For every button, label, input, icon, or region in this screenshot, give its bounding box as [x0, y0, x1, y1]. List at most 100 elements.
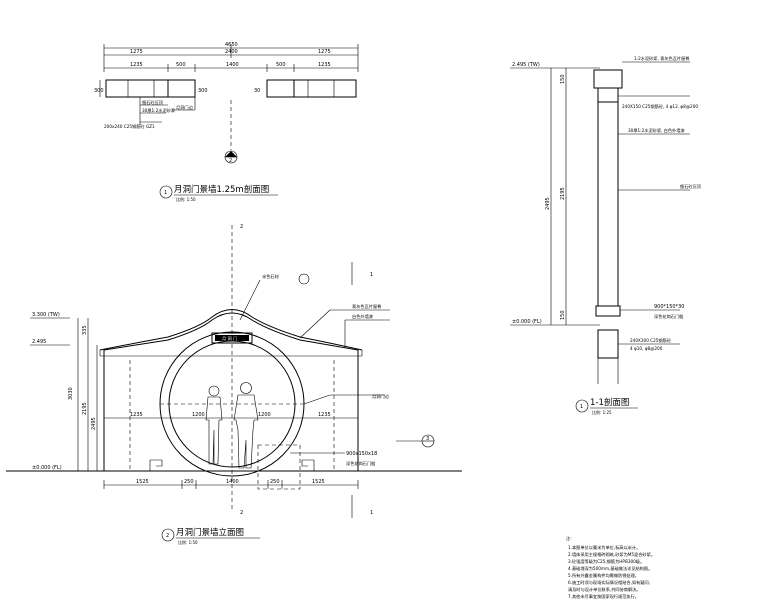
- section-note-mortar: 30厚1:2水泥砂浆, 白色外墙漆: [628, 127, 685, 134]
- section-note-threshold: 深色花岗石门槛: [654, 313, 683, 320]
- notes-line-3: 3.砼强度等级为C25,钢筋为HPB300级。: [568, 558, 644, 565]
- elev-level-ground: ±0.000 (FL): [32, 465, 62, 471]
- elev-level-2495: 2.495: [32, 339, 46, 345]
- plan-dim-500-left: 500: [176, 62, 186, 68]
- fret-right: [301, 459, 315, 471]
- elev-note-stone: 米色石材: [262, 273, 279, 280]
- plan-door-jamb-left: [167, 79, 196, 98]
- plan-view: 4650 2400 1275 1275 1235 500 1400 500 12…: [94, 42, 359, 202]
- section-note-cap: 细石砼压顶: [680, 183, 702, 190]
- plan-dim-2400: 2400: [225, 49, 238, 55]
- elev-bottom-dim-1: 1525: [136, 479, 149, 485]
- notes-line-8: 7.其他未尽事宜按国家现行规范执行。: [568, 593, 639, 600]
- elev-note-threshold: 深色花岗石门槛: [346, 460, 375, 467]
- elev-note-door-edge: 月洞门边: [372, 393, 390, 400]
- wall-outline: [103, 312, 359, 471]
- section-wall-body: [597, 101, 619, 307]
- section-view: 2.495 (TW) ±0.000 (FL) 2495 150 2195 150…: [510, 55, 702, 415]
- section-dim-150: 150: [560, 74, 566, 84]
- elev-section-bottom-num: 2: [240, 510, 243, 516]
- plan-wall-right: [293, 79, 357, 98]
- elev-note-paint: 白色外墙漆: [352, 313, 373, 320]
- section-cap: [593, 69, 623, 89]
- elev-mid-dim-1: 1235: [130, 412, 143, 418]
- elev-dim-3030: 3030: [68, 387, 74, 400]
- elev-cut-marker: [298, 273, 310, 285]
- plan-dim-1275-right: 1275: [318, 49, 331, 55]
- scale-figures: [205, 382, 259, 469]
- notes-line-5: 5.所有外露金属构件均需做防锈处理。: [568, 572, 639, 579]
- elevation-view: 3.300 (TW) 2.495 ±0.000 (FL) 3030 335 21…: [6, 224, 462, 545]
- plan-note-column: 200x240 C25钢筋砼 GZ1: [104, 123, 155, 130]
- plan-title: 月洞门景墙1.25m剖面图: [174, 184, 269, 195]
- section-note-footing-rebar: 4 φ10, φ8@200: [630, 346, 663, 351]
- section-dim-2495: 2495: [545, 197, 551, 210]
- plan-dim-30: 30: [254, 88, 260, 94]
- plan-dim-500-right: 500: [276, 62, 286, 68]
- elev-dim-335: 335: [82, 325, 88, 335]
- elev-cut-bottom-num: 1: [370, 510, 373, 516]
- notes-line-4: 4.基础埋深为500mm,基础做法详见结构图。: [568, 565, 652, 572]
- plan-title-number: 1: [164, 190, 167, 196]
- section-title-number: 1: [580, 404, 583, 410]
- elev-bottom-dim-5: 1525: [312, 479, 325, 485]
- plan-dim-1235-right: 1235: [318, 62, 331, 68]
- notes-line-7: 请及时与设计单位联系,共同协商解决。: [568, 586, 641, 593]
- section-note-beam: 240X150 C25钢筋砼, 4 φ12, φ8@200: [622, 103, 698, 110]
- general-notes: 注: 1.本图单位以毫米为单位,标高以米计。 2.墙体采用主规格砖砌筑,砂浆为M…: [566, 535, 655, 600]
- notes-line-2: 2.墙体采用主规格砖砌筑,砂浆为M5混合砂浆。: [568, 551, 655, 558]
- plan-title-circle: [159, 185, 173, 199]
- threshold-outline: [257, 444, 301, 490]
- elev-bottom-dim-2: 250: [184, 479, 194, 485]
- elev-scale: 比例: 1:50: [178, 539, 198, 545]
- section-title-circle: [575, 399, 589, 413]
- section-note-footing: 240X300 C25钢筋砼: [630, 337, 672, 344]
- plan-door-jamb-right: [266, 79, 295, 98]
- gate-plaque-text: 月 洞 门: [222, 335, 237, 342]
- plan-section-number: 2: [229, 158, 232, 164]
- elev-bottom-dim-3: 1400: [226, 479, 239, 485]
- elev-cut-top-num: 1: [370, 272, 373, 278]
- elev-dim-2195: 2195: [82, 402, 88, 415]
- plan-dim-total: 4650: [225, 42, 238, 48]
- notes-line-6: 6.施工时须与现场实际情况相结合,如有疑问,: [568, 579, 650, 586]
- elev-note-threshold-size: 900x150x18: [346, 451, 377, 457]
- elev-title-circle: [161, 528, 175, 542]
- section-level-top: 2.495 (TW): [512, 62, 540, 68]
- plan-dim-1275-left: 1275: [130, 49, 143, 55]
- fret-left: [149, 459, 163, 471]
- plan-dim-1400: 1400: [226, 62, 239, 68]
- section-dim-2195: 2195: [560, 187, 566, 200]
- section-scale: 比例: 1:25: [592, 409, 612, 415]
- elev-level-top: 3.300 (TW): [32, 312, 60, 318]
- elev-section-top-num: 2: [240, 224, 243, 230]
- elev-title-number: 2: [166, 533, 169, 539]
- plan-wall-left: [105, 79, 169, 98]
- plan-note-mortar: 30厚1:2水泥砂浆: [142, 107, 176, 114]
- elev-title: 月洞门景墙立面图: [176, 527, 244, 538]
- section-level-ground: ±0.000 (FL): [512, 319, 542, 325]
- plan-scale: 比例: 1:50: [176, 196, 196, 202]
- notes-heading: 注:: [566, 535, 572, 542]
- elev-mid-dim-2: 1200: [192, 412, 205, 418]
- elev-detail-callout-number: 3: [426, 436, 429, 442]
- section-note-threshold-size: 900*150*30: [654, 304, 684, 310]
- section-threshold: [595, 305, 621, 317]
- plan-dim-1235-left: 1235: [130, 62, 143, 68]
- elev-mid-dim-4: 1235: [318, 412, 331, 418]
- elev-dim-2495: 2495: [91, 417, 97, 430]
- section-title: 1-1剖面图: [590, 397, 629, 408]
- elev-bottom-dim-4: 250: [270, 479, 280, 485]
- plan-note-cap: 细石砼压顶: [142, 99, 164, 106]
- notes-line-1: 1.本图单位以毫米为单位,标高以米计。: [568, 544, 640, 551]
- section-dim-150-bottom: 150: [560, 310, 566, 320]
- plan-dim-300: 300: [94, 88, 104, 94]
- section-note-ridge: 1:2水泥砂浆, 青灰色瓦片屋脊: [634, 55, 690, 62]
- elev-note-ridge: 青灰色瓦片屋脊: [352, 303, 382, 310]
- roof-ridge: [99, 309, 363, 351]
- plan-dim-300-inner: 300: [198, 88, 208, 94]
- section-beam: [597, 87, 619, 103]
- elev-mid-dim-3: 1200: [258, 412, 271, 418]
- plan-note-door-edge: 月洞门边: [176, 104, 194, 111]
